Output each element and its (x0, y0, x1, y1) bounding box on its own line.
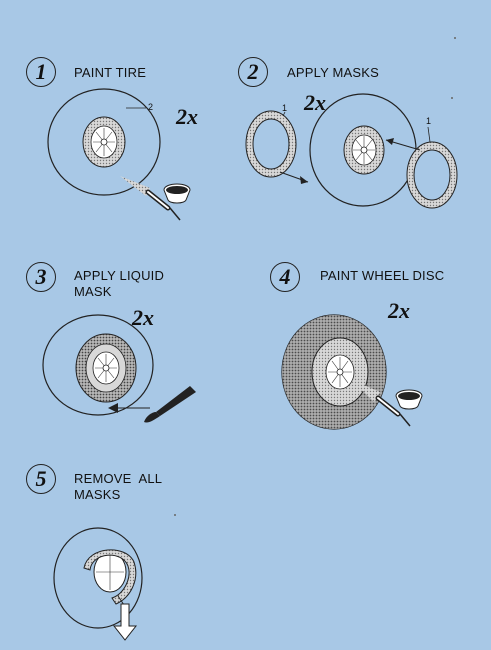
step-2-label: APPLY MASKS (287, 65, 380, 80)
step-3-illustration (42, 314, 196, 423)
step-5-illustration (53, 527, 143, 641)
step-2-callout-left: 1 (282, 103, 288, 113)
step-1-label: PAINT TIRE (74, 65, 147, 80)
step-2-multiplier: 2x (304, 90, 326, 115)
step-1-multiplier: 2x (176, 104, 198, 129)
airbrush-icon (375, 389, 423, 427)
step-2-illustration (245, 93, 458, 209)
step-2-number: 2 (238, 57, 268, 87)
step-5-label-line1: REMOVE ALL (74, 471, 163, 486)
removal-arrow-icon (112, 603, 138, 641)
step-5-label-line2: MASKS (74, 487, 121, 502)
step-3-number: 3 (26, 262, 56, 292)
step-4-label: PAINT WHEEL DISC (320, 268, 445, 283)
step-2-callout-right: 1 (426, 116, 432, 126)
step-3-multiplier: 2x (132, 305, 154, 330)
step-5-number: 5 (26, 464, 56, 494)
step-1-number: 1 (26, 57, 56, 87)
brush-icon (144, 386, 196, 423)
step-4-multiplier: 2x (388, 298, 410, 323)
airbrush-icon (145, 183, 191, 221)
step-1-illustration (47, 88, 191, 221)
step-4-number: 4 (270, 262, 300, 292)
step-3-label-line2: MASK (74, 284, 112, 299)
step-1-callout: 2 (148, 102, 154, 112)
step-3-label-line1: APPLY LIQUID (74, 268, 165, 283)
step-4-illustration (281, 314, 423, 430)
